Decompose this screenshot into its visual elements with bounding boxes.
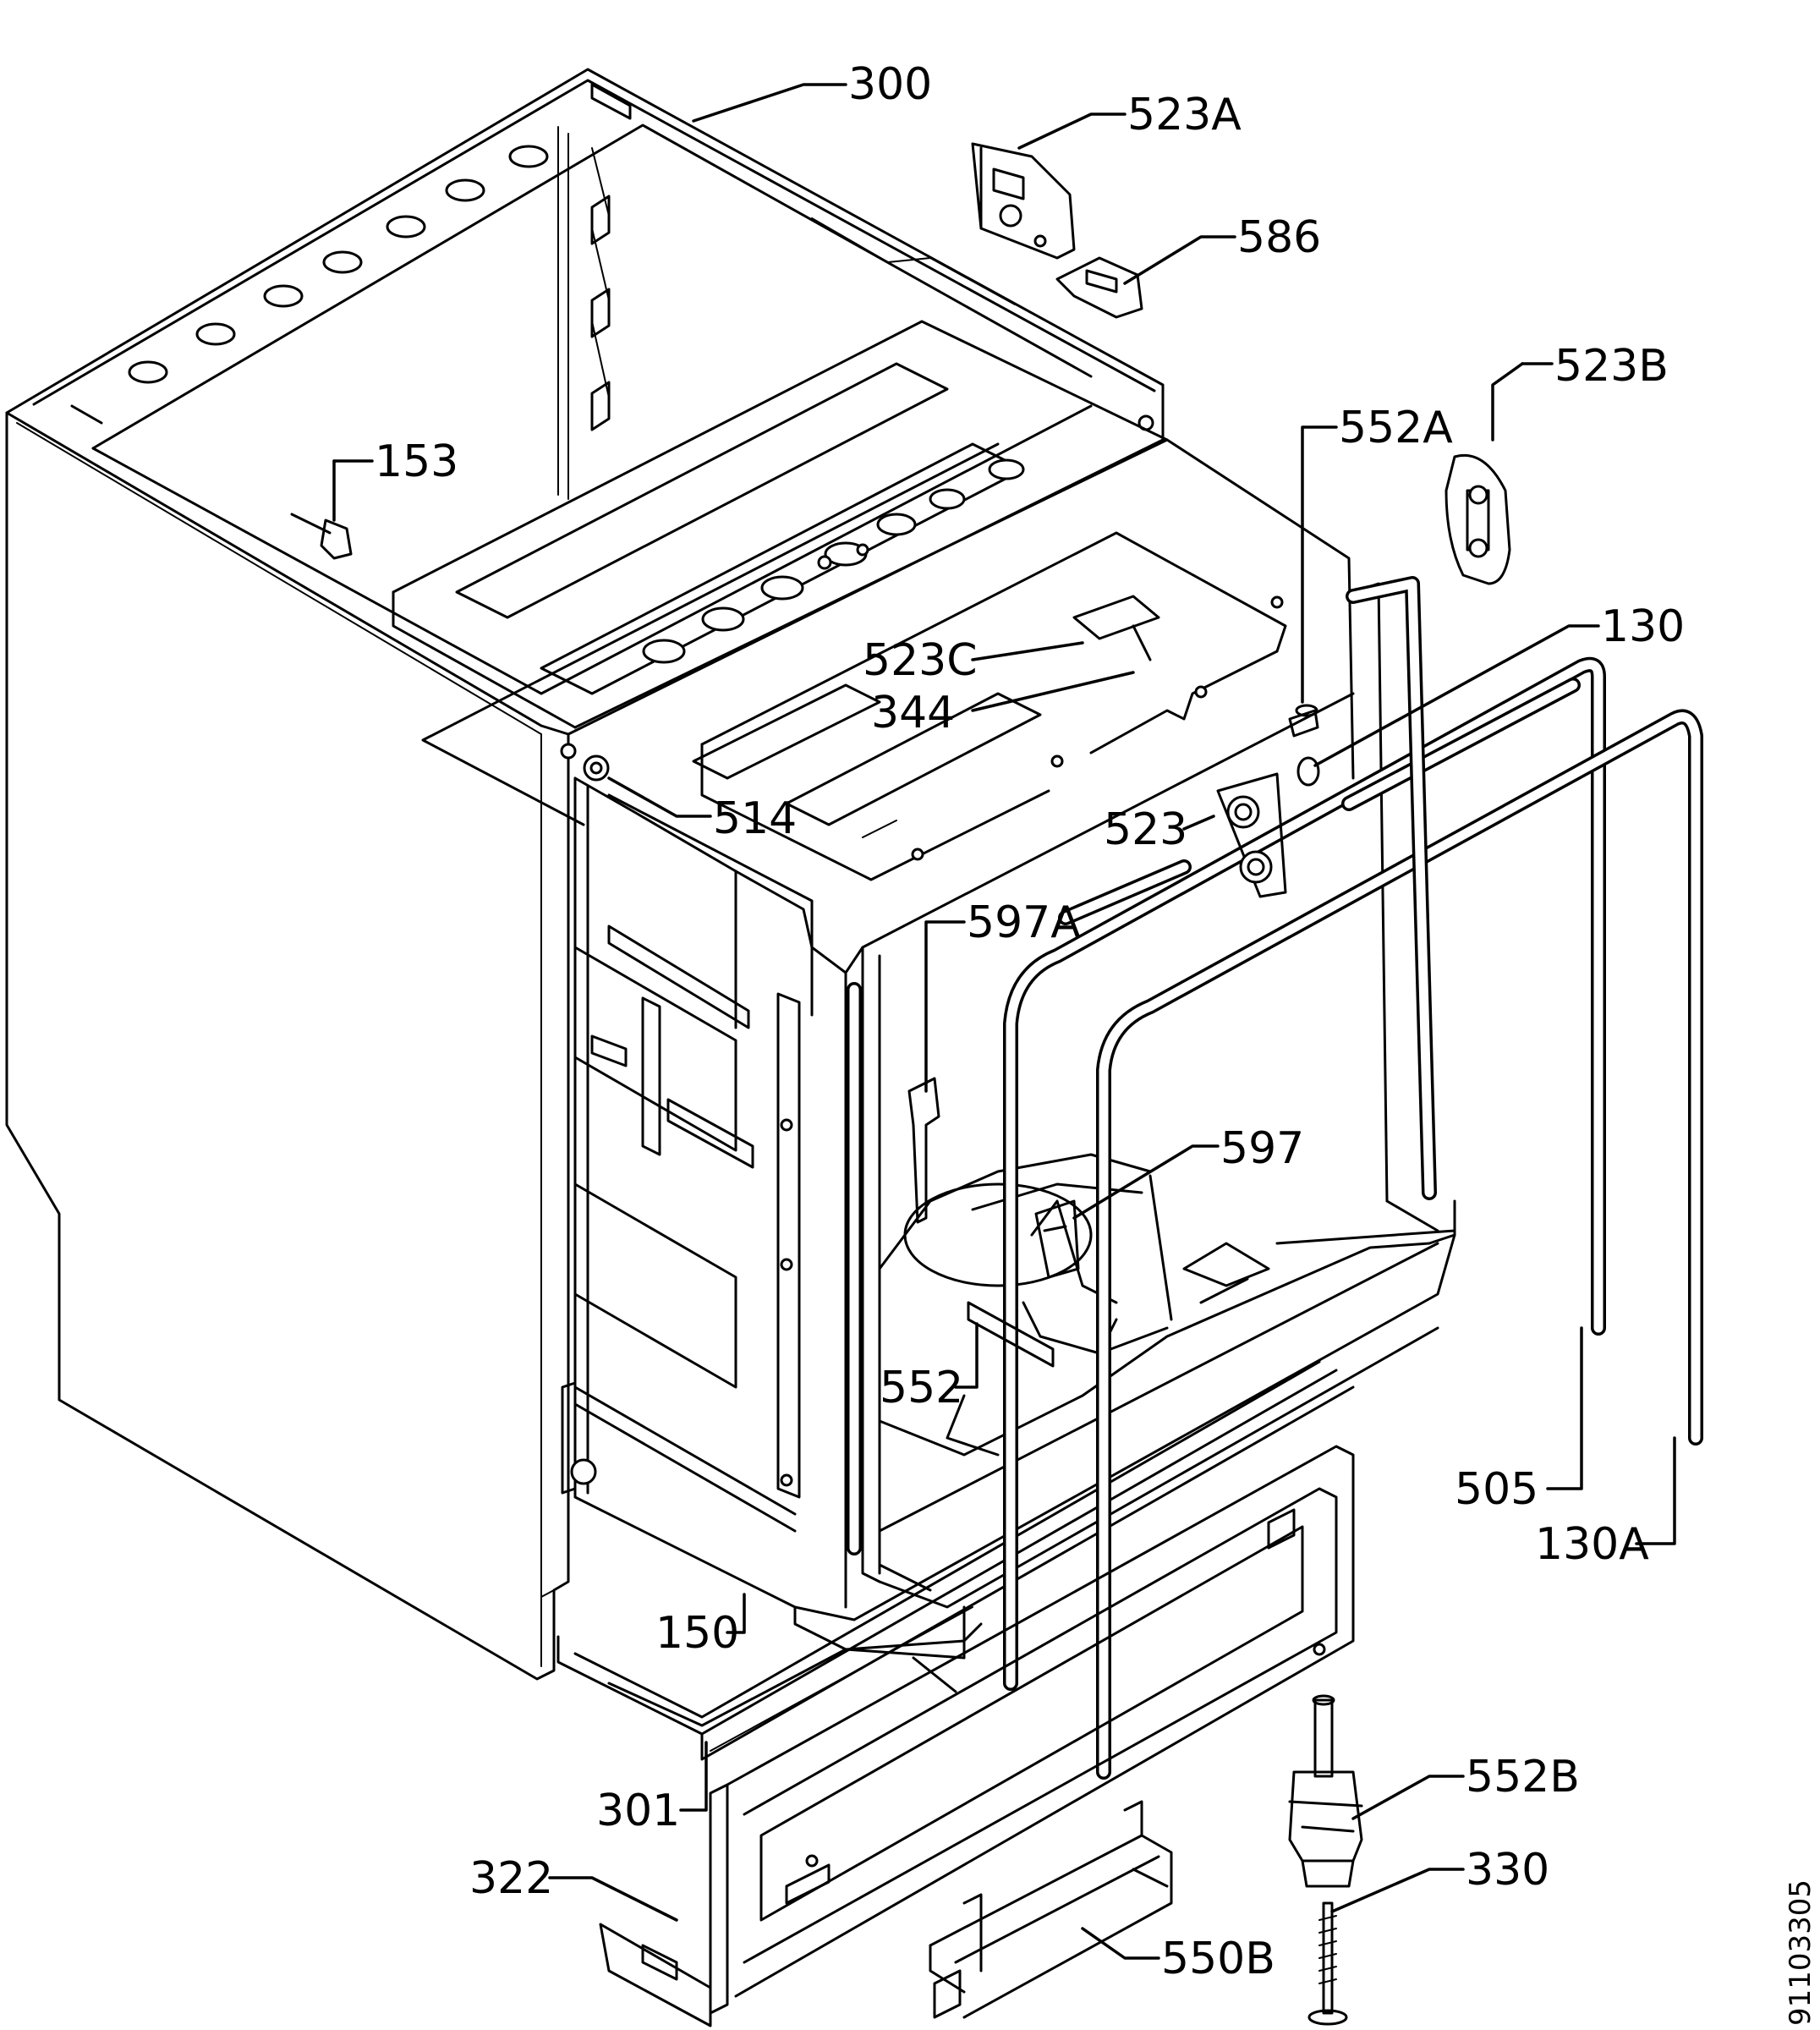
hinge-597 (1034, 1199, 1080, 1279)
callout-322: 322 (469, 1853, 553, 1904)
leader-lines (332, 83, 1676, 1960)
tub-body-150 (392, 320, 1456, 1660)
callout-523A: 523A (1127, 90, 1242, 140)
lower-seal-130 (1058, 678, 1581, 925)
screw-153 (290, 513, 353, 560)
callout-505: 505 (1455, 1464, 1538, 1515)
callout-344: 344 (871, 688, 955, 738)
kickplate-322 (599, 1445, 1355, 2027)
callout-552B: 552B (1466, 1752, 1580, 1802)
callout-523: 523 (1104, 804, 1187, 855)
callout-550B: 550B (1161, 1934, 1275, 1984)
callout-153: 153 (375, 436, 458, 487)
hinge-597A (907, 1077, 940, 1224)
roller-523 (1216, 772, 1287, 898)
foot-550B (929, 1800, 1173, 2019)
leveling-screw-330 (1307, 1901, 1348, 2026)
callout-523B: 523B (1554, 341, 1669, 392)
door-gasket-505 (1003, 656, 1606, 1691)
pin-514 (583, 754, 610, 782)
cabinet-side-panel (5, 411, 570, 1681)
callout-523C: 523C (863, 635, 978, 686)
screw-552A (1288, 704, 1319, 738)
callout-552A: 552A (1339, 403, 1453, 453)
drawing-code: 91103305 (1784, 1879, 1817, 2026)
callout-300: 300 (848, 59, 932, 110)
callout-301: 301 (596, 1786, 680, 1836)
clip-586 (1055, 256, 1143, 319)
callout-597A: 597A (967, 897, 1081, 948)
callout-150: 150 (655, 1608, 739, 1659)
ring-130 (1296, 756, 1320, 787)
latch-523C (1072, 595, 1160, 661)
bracket-523B (1444, 453, 1511, 585)
callout-330: 330 (1466, 1845, 1549, 1896)
tub-side-gasket (847, 576, 1437, 1555)
adjustable-leg-552B (1288, 1694, 1363, 1888)
hinge-pivot-lower (561, 1381, 597, 1495)
callout-130: 130 (1601, 601, 1685, 652)
callout-586: 586 (1237, 212, 1321, 263)
callout-514: 514 (713, 793, 797, 844)
callout-597: 597 (1220, 1123, 1304, 1174)
rail-552 (967, 1301, 1055, 1368)
callout-552: 552 (880, 1363, 963, 1413)
top-frame-300 (5, 68, 1165, 760)
base-frame-301 (556, 1360, 1355, 1761)
callout-labels: 300 523A 586 523B 153 552A 130 523C 344 … (375, 59, 1685, 1984)
door-seal-130A (1096, 709, 1703, 1780)
hinge-cover-523A (971, 142, 1076, 260)
callout-130A: 130A (1535, 1519, 1649, 1570)
